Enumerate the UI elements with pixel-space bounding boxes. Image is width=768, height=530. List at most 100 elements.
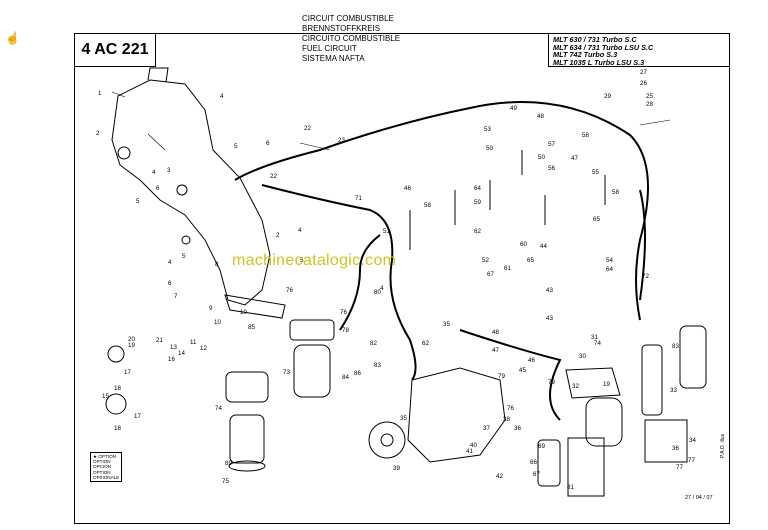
svg-text:84: 84 <box>342 374 349 381</box>
svg-text:67: 67 <box>533 471 540 478</box>
injection-pump <box>407 367 506 463</box>
svg-text:2: 2 <box>96 130 100 137</box>
separator-bracket <box>565 367 621 399</box>
svg-text:78: 78 <box>342 327 349 334</box>
tank-filler-neck <box>147 67 169 83</box>
svg-text:62: 62 <box>474 228 481 235</box>
title-en: FUEL CIRCUIT <box>302 44 357 53</box>
tank-bracket <box>224 294 286 319</box>
svg-text:19: 19 <box>603 381 610 388</box>
fuel-tank <box>111 79 271 306</box>
svg-text:34: 34 <box>689 437 696 444</box>
label-plate <box>644 419 688 463</box>
svg-text:89: 89 <box>225 460 232 467</box>
svg-text:14: 14 <box>178 350 185 357</box>
svg-text:81: 81 <box>567 484 574 491</box>
fuel-line-71 <box>261 184 417 381</box>
svg-text:22: 22 <box>304 125 311 132</box>
filter-seal <box>228 460 266 472</box>
pao-mark: P.A.O. illus <box>720 433 726 458</box>
svg-text:20: 20 <box>128 336 135 343</box>
svg-text:4: 4 <box>168 259 172 266</box>
svg-text:61: 61 <box>504 265 511 272</box>
svg-text:79: 79 <box>548 379 555 386</box>
svg-text:4: 4 <box>152 169 156 176</box>
svg-text:13: 13 <box>170 344 177 351</box>
svg-text:58: 58 <box>612 189 619 196</box>
svg-text:5: 5 <box>234 143 238 150</box>
section-code: 4 AC 221 <box>74 33 156 67</box>
svg-text:27: 27 <box>640 69 647 76</box>
svg-text:12: 12 <box>200 345 207 352</box>
fuel-line-mid <box>339 234 381 331</box>
svg-text:82: 82 <box>370 340 377 347</box>
svg-text:85: 85 <box>248 324 255 331</box>
model-2: MLT 634 / 731 Turbo LSU S.C <box>553 42 654 52</box>
svg-text:54: 54 <box>606 257 613 264</box>
svg-text:2: 2 <box>276 232 280 239</box>
svg-text:55: 55 <box>592 169 599 176</box>
svg-text:1: 1 <box>98 90 102 97</box>
svg-text:21: 21 <box>156 337 163 344</box>
svg-text:80: 80 <box>374 289 381 296</box>
svg-text:38: 38 <box>503 416 510 423</box>
svg-text:29: 29 <box>604 93 611 100</box>
svg-text:5: 5 <box>136 198 140 205</box>
title-es: CIRCUITO COMBUSTIBLE <box>302 34 401 43</box>
svg-text:15: 15 <box>102 393 109 400</box>
fuel-line-low <box>459 329 562 421</box>
legend-line-5: OPZIONALE <box>93 474 120 480</box>
filter-base <box>225 371 269 403</box>
svg-text:83: 83 <box>374 362 381 369</box>
svg-text:44: 44 <box>540 243 547 250</box>
svg-text:45: 45 <box>519 367 526 374</box>
svg-text:64: 64 <box>474 185 481 192</box>
svg-text:4: 4 <box>298 227 302 234</box>
svg-text:25: 25 <box>646 93 653 100</box>
svg-text:76: 76 <box>286 287 293 294</box>
svg-text:65: 65 <box>593 216 600 223</box>
svg-text:56: 56 <box>548 165 555 172</box>
svg-text:51: 51 <box>383 228 390 235</box>
svg-text:36: 36 <box>514 425 521 432</box>
title-block: CIRCUIT COMBUSTIBLE BRENNSTOFFKREIS CIRC… <box>302 14 400 64</box>
hand-cursor-icon: ☝ <box>5 31 20 45</box>
svg-text:74: 74 <box>215 405 222 412</box>
svg-text:18: 18 <box>114 385 121 392</box>
svg-text:67: 67 <box>487 271 494 278</box>
svg-text:7: 7 <box>174 293 178 300</box>
fuel-line-72 <box>639 189 646 301</box>
svg-text:48: 48 <box>537 113 544 120</box>
model-1: MLT 630 / 731 Turbo S.C <box>553 35 637 44</box>
svg-text:58: 58 <box>424 202 431 209</box>
legend-line-2: OPTION <box>93 459 111 465</box>
svg-text:6: 6 <box>266 140 270 147</box>
svg-text:75: 75 <box>222 478 229 485</box>
watermark-text: machinecatalogic.com <box>232 252 397 269</box>
svg-text:57: 57 <box>548 141 555 148</box>
svg-text:28: 28 <box>646 101 653 108</box>
svg-text:10: 10 <box>240 309 247 316</box>
svg-text:64: 64 <box>606 266 613 273</box>
svg-text:72: 72 <box>642 273 649 280</box>
svg-text:43: 43 <box>546 287 553 294</box>
svg-text:17: 17 <box>134 413 141 420</box>
pump-gear <box>368 421 406 459</box>
title-it: SISTEMA NAFTA <box>302 54 365 63</box>
fuel-line-23 <box>234 101 649 321</box>
svg-text:9: 9 <box>209 305 213 312</box>
filter-element <box>229 414 265 464</box>
svg-text:47: 47 <box>492 347 499 354</box>
svg-text:58: 58 <box>582 132 589 139</box>
svg-text:19: 19 <box>128 342 135 349</box>
svg-text:77: 77 <box>676 464 683 471</box>
svg-text:31: 31 <box>591 334 598 341</box>
fuel-filter <box>293 344 331 398</box>
filter-head <box>289 319 335 341</box>
svg-text:16: 16 <box>168 356 175 363</box>
spare-filter-33 <box>641 344 663 416</box>
svg-text:4: 4 <box>380 285 384 292</box>
svg-text:49: 49 <box>510 105 517 112</box>
svg-text:83: 83 <box>672 343 679 350</box>
svg-text:71: 71 <box>355 195 362 202</box>
